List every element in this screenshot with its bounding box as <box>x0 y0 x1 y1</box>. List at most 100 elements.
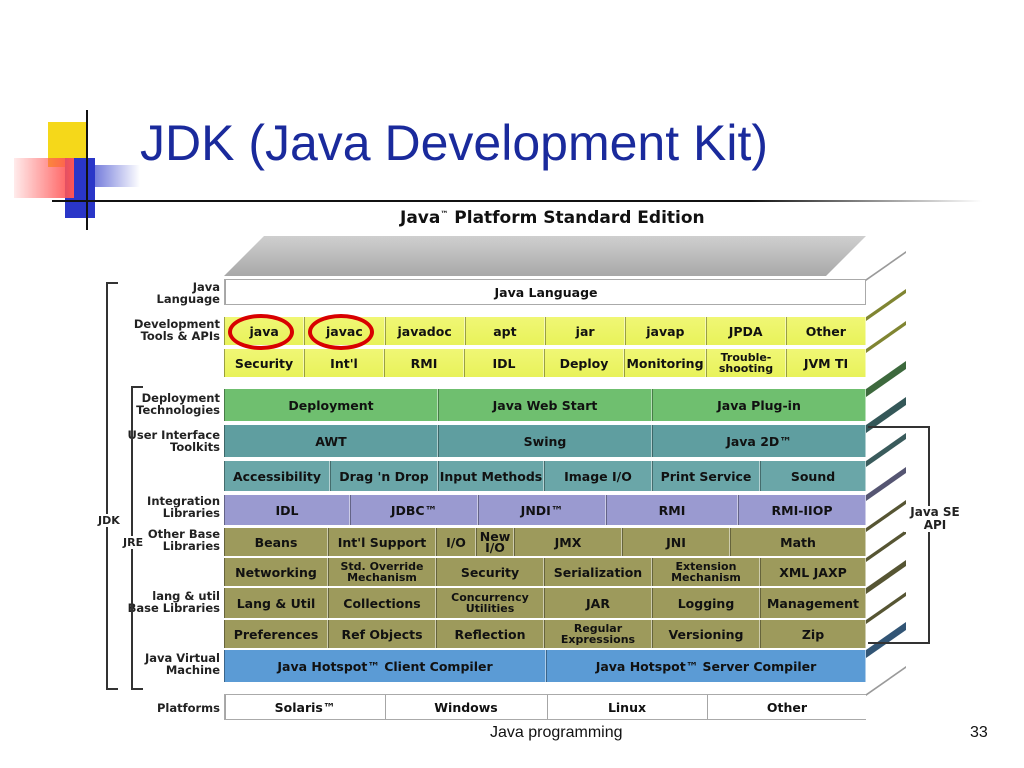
component-lang2-5: Zip <box>760 620 866 648</box>
layer-side-language <box>866 251 906 281</box>
diagram-header-tm: ™ <box>440 209 449 219</box>
component-ui2-5: Sound <box>760 461 866 491</box>
layer-label-ui-toolkits: User Interface Toolkits <box>127 428 220 454</box>
component-ui1-0: AWT <box>224 425 438 457</box>
component-deploy-1: Java Web Start <box>438 389 652 421</box>
component-tools2-1: Int'l <box>304 349 384 377</box>
layer-label-jvm: Java Virtual Machine <box>145 651 220 677</box>
component-jvm-1: Java Hotspot™ Server Compiler <box>546 650 866 682</box>
layer-label-integration-libs: Integration Libraries <box>147 494 220 520</box>
component-integration-3: RMI <box>606 495 738 525</box>
component-tools2-5: Monitoring <box>624 349 706 377</box>
component-ui2-3: Image I/O <box>544 461 652 491</box>
layer-row-language: Java Language <box>224 279 867 305</box>
component-lang2-1: Ref Objects <box>328 620 436 648</box>
jdk-bracket-label: JDK <box>98 514 120 527</box>
component-integration-1: JDBC™ <box>350 495 478 525</box>
component-language-0: Java Language <box>225 280 867 304</box>
diagram-header: Java™ Platform Standard Edition <box>400 208 705 228</box>
component-ui1-2: Java 2D™ <box>652 425 866 457</box>
component-lang2-4: Versioning <box>652 620 760 648</box>
component-tools-3: apt <box>464 317 545 345</box>
component-other2-5: XML JAXP <box>760 558 866 586</box>
component-other2-1: Std. Override Mechanism <box>328 558 436 586</box>
component-tools2-6: Trouble- shooting <box>706 349 786 377</box>
component-tools-4: jar <box>545 317 626 345</box>
component-lang2-2: Reflection <box>436 620 544 648</box>
component-platforms-1: Windows <box>385 695 547 719</box>
corner-decoration <box>0 100 140 230</box>
component-other2-3: Serialization <box>544 558 652 586</box>
component-lang2-3: Regular Expressions <box>544 620 652 648</box>
component-tools2-0: Security <box>224 349 304 377</box>
component-tools2-3: IDL <box>464 349 544 377</box>
slide-title: JDK (Java Development Kit) <box>140 115 769 171</box>
diagram-header-rest: Platform Standard Edition <box>448 208 705 228</box>
footer-text: Java programming <box>490 724 623 741</box>
component-other1-0: Beans <box>224 528 328 556</box>
component-integration-4: RMI-IIOP <box>738 495 866 525</box>
layer-label-other-base-libs: Other Base Libraries <box>147 527 220 553</box>
component-ui2-1: Drag 'n Drop <box>330 461 438 491</box>
component-other2-4: Extension Mechanism <box>652 558 760 586</box>
layer-side-platforms <box>866 666 906 696</box>
stack-top-surface <box>224 236 866 276</box>
component-other2-2: Security <box>436 558 544 586</box>
layer-side-deploy <box>866 361 906 397</box>
component-ui2-0: Accessibility <box>224 461 330 491</box>
component-jvm-0: Java Hotspot™ Client Compiler <box>224 650 546 682</box>
layer-label-lang-util-libs: lang & util Base Libraries <box>127 589 220 615</box>
javac-highlight-circle <box>308 314 374 350</box>
component-lang1-1: Collections <box>328 588 436 618</box>
component-tools2-2: RMI <box>384 349 464 377</box>
component-tools-7: Other <box>785 317 866 345</box>
layer-label-deployment-tech: Deployment Technologies <box>136 391 220 417</box>
component-tools2-7: JVM TI <box>786 349 866 377</box>
api-bracket <box>868 426 930 644</box>
layer-label-dev-tools: Development Tools & APIs <box>133 317 220 343</box>
component-lang1-4: Logging <box>652 588 760 618</box>
component-other1-6: Math <box>730 528 866 556</box>
component-other2-0: Networking <box>224 558 328 586</box>
java-highlight-circle <box>228 314 294 350</box>
page-number: 33 <box>970 724 988 741</box>
component-lang1-0: Lang & Util <box>224 588 328 618</box>
component-lang1-5: Management <box>760 588 866 618</box>
component-deploy-2: Java Plug-in <box>652 389 866 421</box>
layer-side-tools2 <box>866 321 906 353</box>
layer-label-platforms: Platforms <box>156 701 220 715</box>
component-platforms-2: Linux <box>547 695 707 719</box>
layer-side-tools <box>866 289 906 321</box>
jre-bracket-label: JRE <box>123 536 144 549</box>
jdk-bracket <box>106 282 118 690</box>
java-se-api-label: Java SE API <box>904 506 966 532</box>
component-integration-0: IDL <box>224 495 350 525</box>
diagram-header-java: Java <box>400 208 441 228</box>
component-tools-2: javadoc <box>384 317 465 345</box>
component-tools2-4: Deploy <box>544 349 624 377</box>
component-other1-3: New I/O <box>476 528 514 556</box>
component-ui2-2: Input Methods <box>438 461 544 491</box>
component-platforms-3: Other <box>707 695 867 719</box>
component-tools-6: JPDA <box>705 317 786 345</box>
component-other1-2: I/O <box>436 528 476 556</box>
component-lang1-2: Concurrency Utilities <box>436 588 544 618</box>
component-lang2-0: Preferences <box>224 620 328 648</box>
component-other1-5: JNI <box>622 528 730 556</box>
component-other1-4: JMX <box>514 528 622 556</box>
title-divider <box>52 200 982 202</box>
layer-label-java-language: Java Language <box>156 280 221 306</box>
component-lang1-3: JAR <box>544 588 652 618</box>
component-integration-2: JNDI™ <box>478 495 606 525</box>
